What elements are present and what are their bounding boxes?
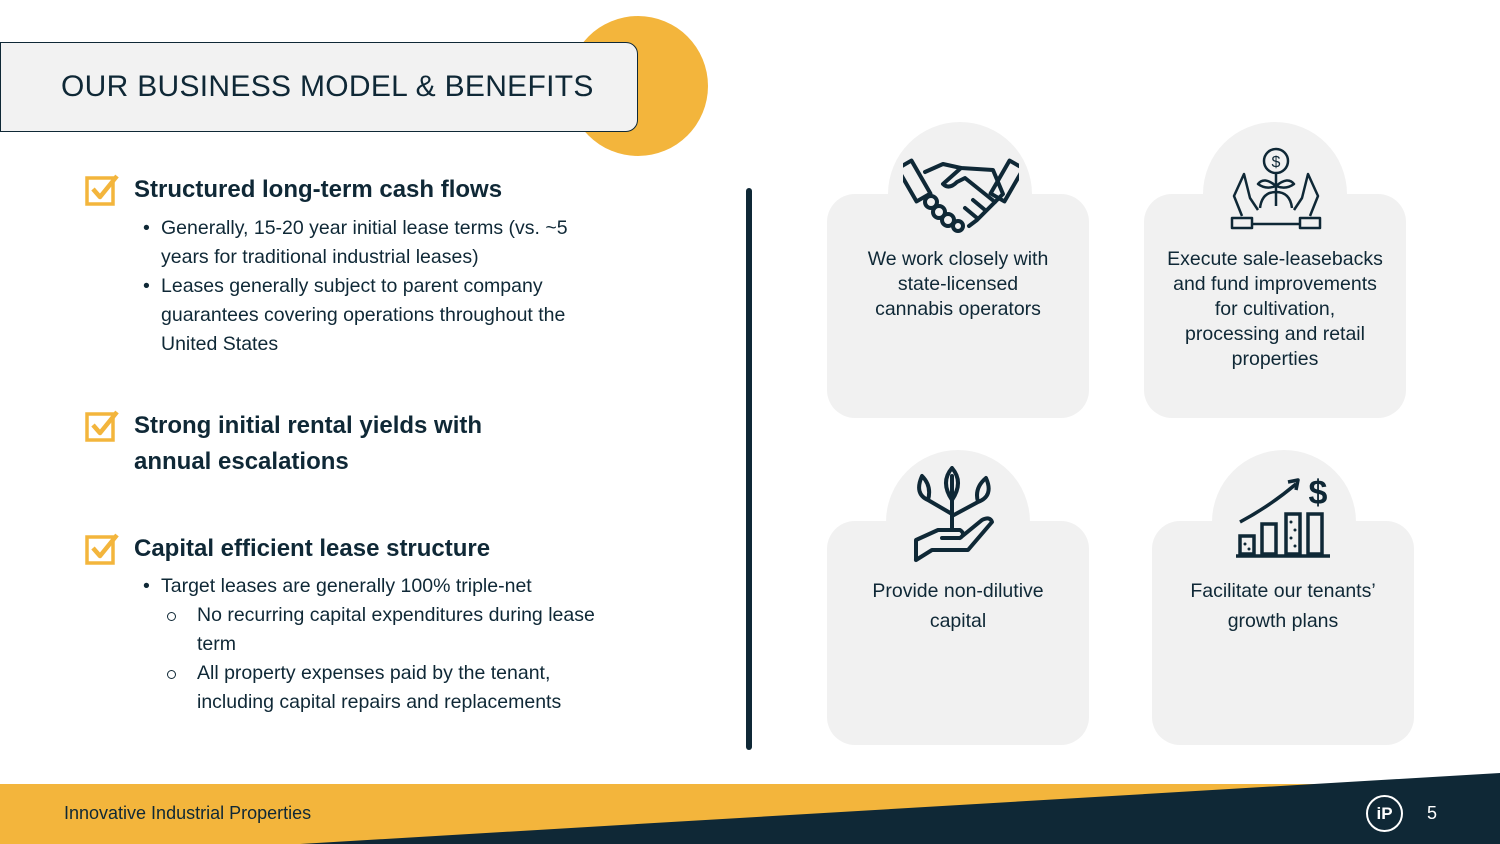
card-line: We work closely with	[867, 248, 1049, 270]
svg-text:$: $	[1272, 154, 1281, 171]
card-line: properties	[1231, 348, 1319, 370]
divider	[746, 188, 752, 750]
handshake-icon	[903, 158, 1019, 233]
section-heading: Capital efficient lease structure	[134, 535, 491, 562]
card-line: and fund improvements	[1173, 273, 1377, 295]
card-text: Facilitate our tenants’ growth plans	[1152, 576, 1414, 636]
footer-company-name: Innovative Industrial Properties	[64, 803, 312, 823]
card-line: Facilitate our tenants’	[1190, 580, 1376, 602]
checkbox-icon	[85, 172, 119, 206]
card-line: growth plans	[1227, 610, 1339, 632]
section-heading: Structured long-term cash flows	[134, 176, 503, 203]
card-text: Execute sale-leasebacks and fund improvem…	[1144, 247, 1406, 372]
section-heading-line2: annual escalations	[134, 448, 349, 475]
section-cash-flows: Structured long-term cash flows Generall…	[85, 172, 623, 359]
page-title: OUR BUSINESS MODEL & BENEFITS	[61, 70, 594, 103]
section-lease-structure: Capital efficient lease structure Target…	[85, 531, 639, 717]
card-text: Provide non-dilutive capital	[827, 576, 1089, 636]
card-line: state-licensed	[897, 273, 1019, 295]
section-heading-line1: Strong initial rental yields with	[134, 412, 483, 439]
hand-plant-icon	[914, 466, 994, 562]
card-line: Execute sale-leasebacks	[1167, 248, 1383, 270]
bullet: Generally, 15-20 year initial lease term…	[143, 214, 613, 272]
checkbox-icon	[85, 408, 119, 442]
page-number: 5	[1427, 803, 1438, 823]
bullet: Leases generally subject to parent compa…	[143, 272, 623, 359]
hands-money-plant-icon: $	[1230, 147, 1322, 230]
footer-navy-wedge	[300, 773, 1500, 844]
card-growth	[1152, 521, 1414, 745]
title-box: OUR BUSINESS MODEL & BENEFITS	[0, 42, 638, 132]
card-line: capital	[929, 610, 987, 632]
card-text: We work closely with state-licensed cannab…	[827, 247, 1089, 322]
bullet: Target leases are generally 100% triple-…	[143, 572, 639, 601]
growth-chart-icon: $	[1236, 474, 1330, 558]
card-line: for cultivation,	[1214, 298, 1336, 320]
card-sale-leasebacks	[1144, 194, 1406, 418]
card-line: cannabis operators	[875, 298, 1041, 320]
card-line: Provide non-dilutive	[872, 580, 1044, 602]
checkbox-icon	[85, 531, 119, 565]
company-logo: iP	[1366, 795, 1403, 832]
card-line: processing and retail	[1185, 323, 1365, 345]
sub-bullet: All property expenses paid by the tenant…	[167, 659, 619, 717]
section-rental-yields: Strong initial rental yields with annual…	[85, 408, 482, 480]
card-capital	[827, 521, 1089, 745]
sub-bullet: No recurring capital expenditures during…	[167, 601, 639, 659]
svg-text:$: $	[1309, 474, 1328, 512]
